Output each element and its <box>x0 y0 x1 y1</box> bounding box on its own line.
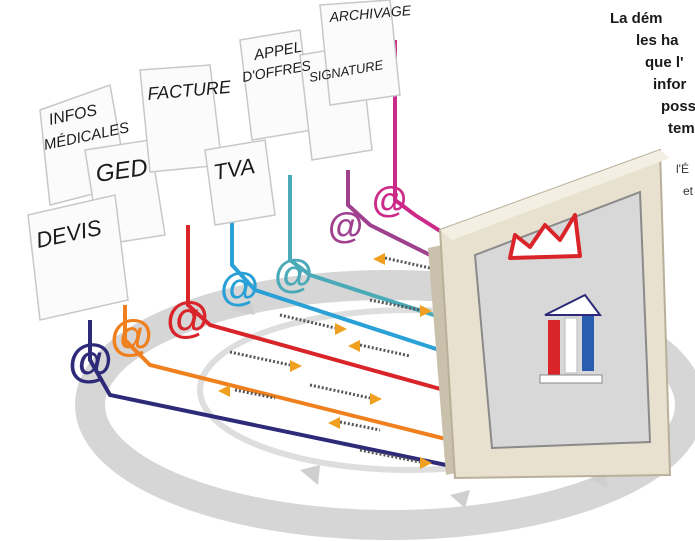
at-sign-icons: @ @ @ @ @ @ @ <box>68 179 407 386</box>
side-text-line5: poss <box>661 98 695 115</box>
side-text-line4: infor <box>653 76 687 93</box>
arrow-icon <box>348 340 360 352</box>
government-building-icon <box>539 293 603 384</box>
arrow-icon <box>420 305 432 317</box>
arrow-icon <box>373 253 385 265</box>
arrow-icon <box>328 417 340 429</box>
at-sign-icon: @ <box>220 265 259 309</box>
side-text-line7: l'É <box>676 162 689 176</box>
arrow-icon <box>290 360 302 372</box>
at-sign-icon: @ <box>328 205 363 246</box>
at-sign-icon: @ <box>274 252 313 296</box>
side-text-line8: et <box>683 184 694 198</box>
side-text-line2: les ha <box>636 32 679 49</box>
arrow-icon <box>420 457 432 469</box>
paper-notes <box>27 0 401 321</box>
factory-icon <box>508 213 582 260</box>
at-sign-icon: @ <box>68 334 113 386</box>
arrow-icon <box>370 393 382 405</box>
monitor <box>428 148 672 480</box>
at-sign-icon: @ <box>110 311 153 360</box>
flow-arrows <box>218 253 432 469</box>
wires <box>88 40 481 472</box>
side-text-line6: tem <box>668 120 695 137</box>
arrow-icon <box>335 323 347 335</box>
at-sign-icon: @ <box>166 293 209 342</box>
side-text-line3: que l' <box>645 54 684 71</box>
side-text-line1: La dém <box>610 10 663 27</box>
at-sign-icon: @ <box>372 179 407 220</box>
arrow-icon <box>218 385 230 397</box>
label-archivage: ARCHIVAGE <box>328 2 412 25</box>
